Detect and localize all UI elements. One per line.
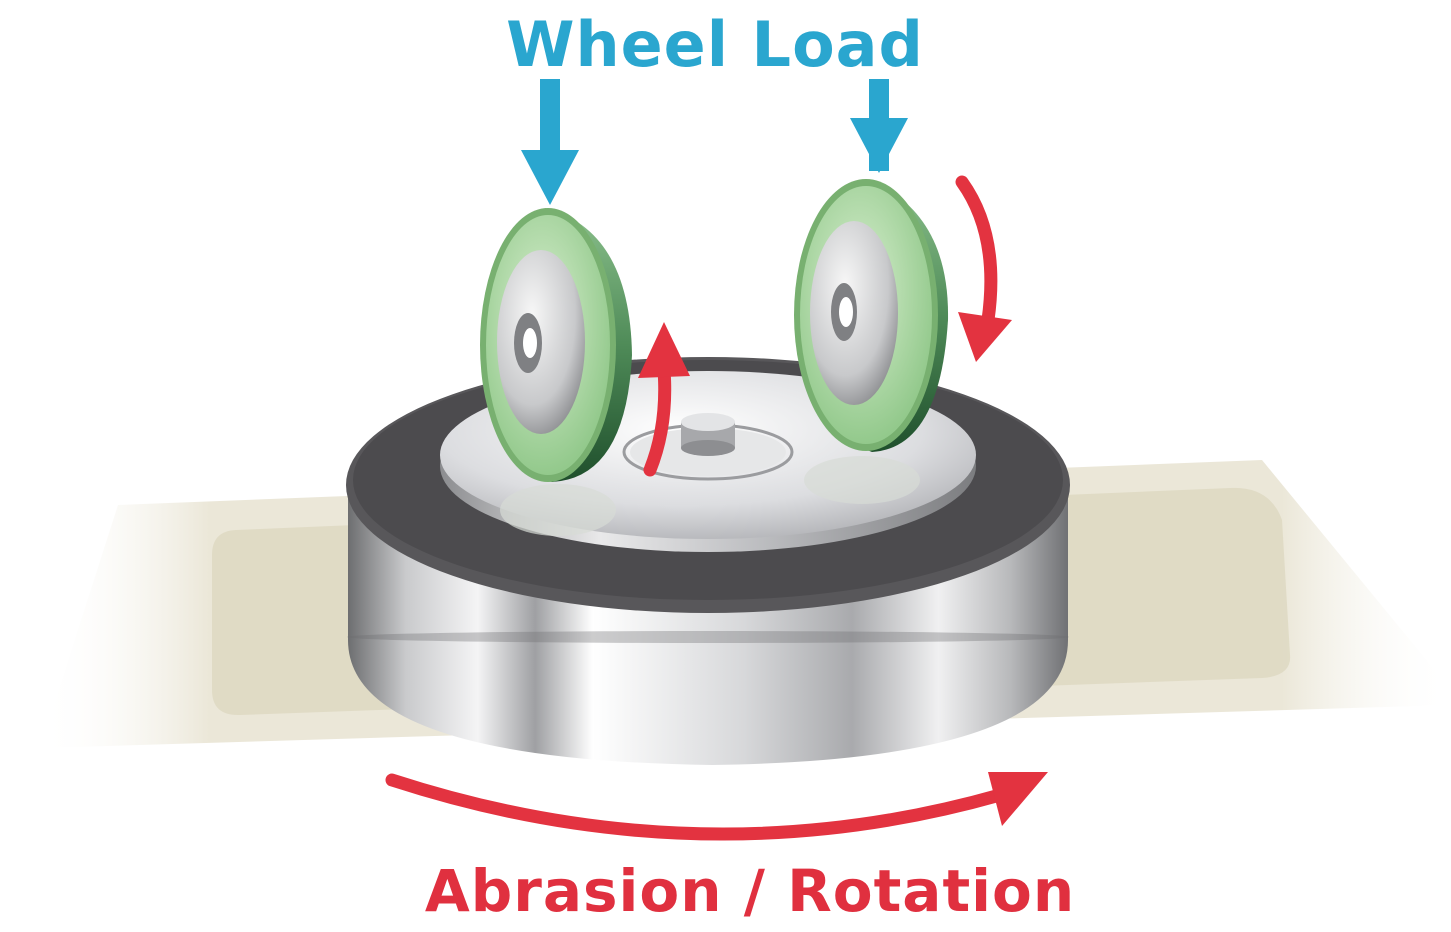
left-load-arrow <box>521 79 579 205</box>
right-load-arrow <box>850 79 908 173</box>
abrasion-rotation-label: Abrasion / Rotation <box>424 857 1076 925</box>
right-wheel-rotation-arrow <box>955 175 1012 362</box>
right-abrasion-wheel <box>794 179 949 452</box>
left-wheel-rotation-arrow <box>638 322 690 477</box>
turntable-rotation-arrow <box>385 772 1048 841</box>
wheel-load-label: Wheel Load <box>506 8 924 81</box>
left-abrasion-wheel <box>480 208 632 482</box>
